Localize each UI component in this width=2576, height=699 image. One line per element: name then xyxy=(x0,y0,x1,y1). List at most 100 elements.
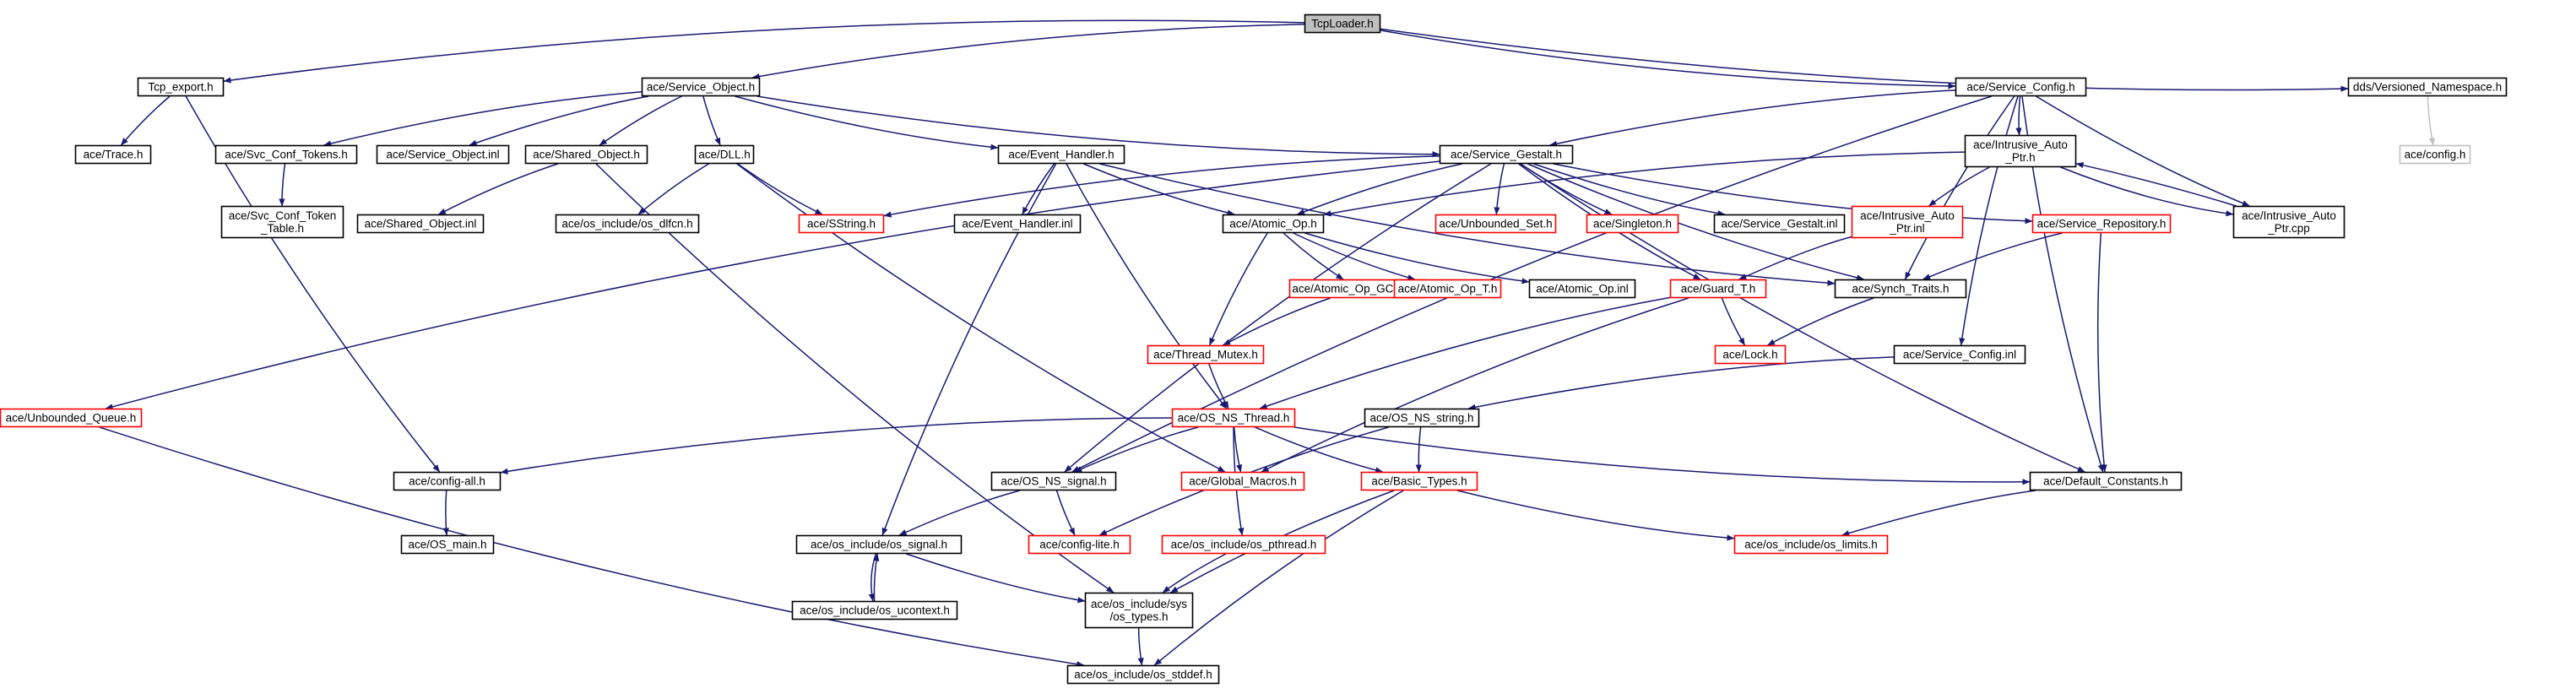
node-os_types[interactable]: ace/os_include/sys/os_types.h xyxy=(1084,592,1194,629)
node-box xyxy=(2399,144,2471,165)
edge-atomic_op-to-thread_mutex xyxy=(1208,232,1268,346)
node-global_macros[interactable]: ace/Global_Macros.h xyxy=(1180,471,1305,491)
edge-tcploader-to-service_object xyxy=(751,24,1305,80)
node-service_config_inl[interactable]: ace/Service_Config.inl xyxy=(1893,344,2026,365)
node-shared_object[interactable]: ace/Shared_Object.h xyxy=(524,144,648,165)
node-label: ace/Shared_Object.inl xyxy=(365,218,477,230)
edge-line xyxy=(1456,490,1735,541)
node-versioned_ns[interactable]: dds/Versioned_Namespace.h xyxy=(2347,77,2508,97)
node-os_ns_thread[interactable]: ace/OS_NS_Thread.h xyxy=(1171,408,1296,428)
node-os_dlfcn[interactable]: ace/os_include/os_dlfcn.h xyxy=(555,214,700,234)
edge-line xyxy=(437,163,559,215)
node-label: ace/os_include/os_pthread.h xyxy=(1171,539,1317,551)
node-service_config[interactable]: ace/Service_Config.h xyxy=(1955,77,2087,97)
edge-os_ucontext-to-os_signal xyxy=(873,553,880,602)
node-box xyxy=(1084,592,1194,629)
node-svc_conf_tokens[interactable]: ace/Svc_Conf_Tokens.h xyxy=(214,144,358,165)
node-config_all[interactable]: ace/config-all.h xyxy=(393,471,502,491)
node-label: ace/Unbounded_Queue.h xyxy=(6,412,137,425)
node-box xyxy=(1360,471,1478,491)
node-intrusive_ptr_inl[interactable]: ace/Intrusive_Auto_Ptr.inl xyxy=(1851,205,1964,239)
edge-service_gestalt-to-atomic_op xyxy=(1297,163,1463,215)
node-intrusive_ptr_cpp[interactable]: ace/Intrusive_Auto_Ptr.cpp xyxy=(2232,205,2346,239)
node-label: ace/config-all.h xyxy=(409,475,485,488)
node-label: ace/os_include/os_stddef.h xyxy=(1074,669,1212,681)
node-os_limits[interactable]: ace/os_include/os_limits.h xyxy=(1733,534,1889,555)
edge-thread_mutex-to-os_ns_thread xyxy=(1208,363,1229,409)
node-label: ace/Global_Macros.h xyxy=(1189,475,1297,488)
edge-intrusive_ptr_inl-to-guard_t xyxy=(1738,236,1852,280)
edge-svc_conf_tokens-to-svc_conf_token_table xyxy=(279,163,286,207)
node-config_lite[interactable]: ace/config-lite.h xyxy=(1028,534,1131,555)
node-event_handler_inl[interactable]: ace/Event_Handler.inl xyxy=(953,214,1082,234)
node-box xyxy=(798,214,885,234)
node-label: _Table.h xyxy=(260,222,304,235)
node-atomic_op_gcc_t[interactable]: ace/Atomic_Op_GCC_T.h xyxy=(1288,279,1427,299)
node-dll[interactable]: ace/DLL.h xyxy=(694,144,755,165)
node-label: ace/Intrusive_Auto xyxy=(2242,209,2336,222)
edge-event_handler-to-event_handler_inl xyxy=(1022,163,1055,215)
edge-line xyxy=(500,417,1173,474)
node-os_stddef[interactable]: ace/os_include/os_stddef.h xyxy=(1066,664,1220,685)
node-config_h[interactable]: ace/config.h xyxy=(2399,144,2471,165)
edge-dll-to-os_dlfcn xyxy=(637,163,709,215)
node-label: ace/Atomic_Op.h xyxy=(1229,218,1317,230)
node-box xyxy=(990,471,1117,491)
node-sstring[interactable]: ace/SString.h xyxy=(798,214,885,234)
node-synch_traits[interactable]: ace/Synch_Traits.h xyxy=(1834,279,1967,299)
node-event_handler[interactable]: ace/Event_Handler.h xyxy=(997,144,1125,165)
node-box xyxy=(393,471,502,491)
node-service_object[interactable]: ace/Service_Object.h xyxy=(641,77,761,97)
node-singleton[interactable]: ace/Singleton.h xyxy=(1586,214,1679,234)
node-os_pthread[interactable]: ace/os_include/os_pthread.h xyxy=(1161,534,1326,555)
edge-line xyxy=(1071,95,1993,473)
node-box xyxy=(2029,471,2183,491)
node-label: ace/Service_Config.inl xyxy=(1903,349,2016,361)
node-guard_t[interactable]: ace/Guard_T.h xyxy=(1669,279,1767,299)
edge-event_handler-to-os_ns_thread xyxy=(1066,163,1228,409)
node-atomic_op[interactable]: ace/Atomic_Op.h xyxy=(1222,214,1325,234)
node-os_ns_signal[interactable]: ace/OS_NS_signal.h xyxy=(990,471,1117,491)
node-lock[interactable]: ace/Lock.h xyxy=(1714,344,1787,365)
node-service_repository[interactable]: ace/Service_Repository.h xyxy=(2031,214,2172,234)
edge-atomic_op-to-atomic_op_t xyxy=(1293,232,1416,281)
node-box xyxy=(1364,408,1480,428)
node-box xyxy=(1147,344,1265,365)
node-trace[interactable]: ace/Trace.h xyxy=(74,144,152,165)
edge-dll-to-sstring xyxy=(737,163,823,215)
node-svc_conf_token_table[interactable]: ace/Svc_Conf_Token_Table.h xyxy=(220,205,344,239)
node-unbounded_queue[interactable]: ace/Unbounded_Queue.h xyxy=(0,408,143,428)
node-os_ucontext[interactable]: ace/os_include/os_ucontext.h xyxy=(791,600,958,620)
edge-line xyxy=(881,163,1057,536)
node-os_signal[interactable]: ace/os_include/os_signal.h xyxy=(795,534,963,555)
edge-line xyxy=(906,553,1086,604)
node-intrusive_ptr[interactable]: ace/Intrusive_Auto_Ptr.h xyxy=(1964,134,2077,168)
node-service_gestalt[interactable]: ace/Service_Gestalt.h xyxy=(1439,144,1574,165)
node-basic_types[interactable]: ace/Basic_Types.h xyxy=(1360,471,1478,491)
edge-service_repository-to-synch_traits xyxy=(1923,232,2063,280)
edge-os_ns_thread-to-config_all xyxy=(500,417,1173,474)
edge-line xyxy=(751,24,1305,80)
node-os_main[interactable]: ace/OS_main.h xyxy=(400,534,495,555)
node-label: dds/Versioned_Namespace.h xyxy=(2353,81,2502,94)
node-label: ace/Basic_Types.h xyxy=(1371,475,1467,488)
node-atomic_op_inl[interactable]: ace/Atomic_Op.inl xyxy=(1528,279,1636,299)
edge-line xyxy=(1223,297,1331,346)
edge-line xyxy=(637,163,709,215)
node-thread_mutex[interactable]: ace/Thread_Mutex.h xyxy=(1147,344,1265,365)
node-box xyxy=(356,214,485,234)
node-default_constants[interactable]: ace/Default_Constants.h xyxy=(2029,471,2183,491)
node-service_object_inl[interactable]: ace/Service_Object.inl xyxy=(376,144,510,165)
node-shared_object_inl[interactable]: ace/Shared_Object.inl xyxy=(356,214,485,234)
edge-basic_types-to-os_stddef xyxy=(1153,490,1404,666)
edge-line xyxy=(1767,297,1874,346)
edge-line xyxy=(1520,163,1613,215)
node-unbounded_set[interactable]: ace/Unbounded_Set.h xyxy=(1434,214,1557,234)
node-tcp_export[interactable]: Tcp_export.h xyxy=(137,77,225,97)
node-box xyxy=(1528,279,1636,299)
node-os_ns_string[interactable]: ace/OS_NS_string.h xyxy=(1364,408,1480,428)
edge-line xyxy=(1255,426,1384,474)
edge-service_gestalt-to-service_gestalt_inl xyxy=(1533,163,1726,217)
node-service_gestalt_inl[interactable]: ace/Service_Gestalt.inl xyxy=(1713,214,1846,234)
node-atomic_op_t[interactable]: ace/Atomic_Op_T.h xyxy=(1393,279,1502,299)
